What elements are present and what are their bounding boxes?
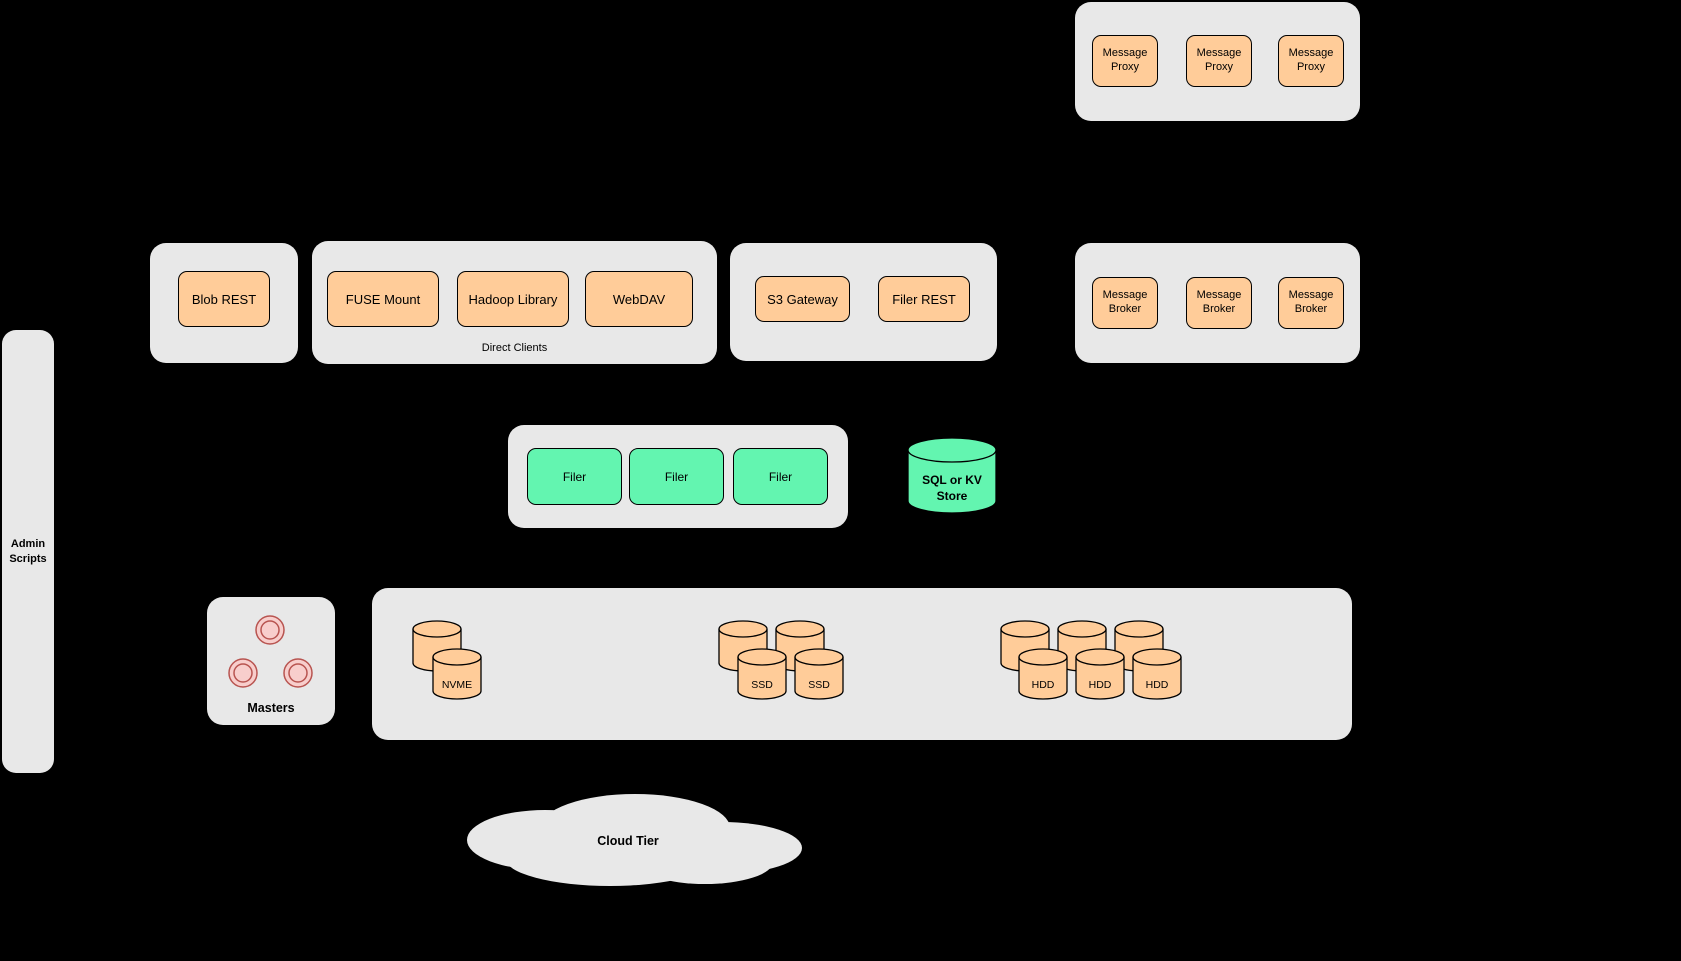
message-proxy-node: Message Proxy xyxy=(1092,35,1158,87)
hadoop-library-node: Hadoop Library xyxy=(457,271,569,327)
message-broker-node: Message Broker xyxy=(1186,277,1252,329)
cloud-tier: Cloud Tier xyxy=(450,790,806,894)
nvme-label: NVME xyxy=(441,679,473,691)
disk-cylinder-icon xyxy=(1018,648,1068,700)
hdd-cylinder: HDD xyxy=(1132,648,1182,700)
hdd-cylinder: HDD xyxy=(1075,648,1125,700)
master-node-icon xyxy=(255,615,285,645)
message-broker-node: Message Broker xyxy=(1092,277,1158,329)
filer-node: Filer xyxy=(733,448,828,505)
hdd-label: HDD xyxy=(1145,679,1169,691)
message-broker-group: Message Broker Message Broker Message Br… xyxy=(1075,243,1360,363)
admin-scripts-panel: Admin Scripts xyxy=(2,330,54,773)
volume-servers-group: NVME SSD SSD HDD xyxy=(372,588,1352,740)
master-node-icon xyxy=(228,658,258,688)
cloud-icon xyxy=(467,794,802,886)
master-node-icon xyxy=(283,658,313,688)
sql-kv-store-cylinder: SQL or KV Store xyxy=(907,437,997,515)
blob-rest-group: Blob REST xyxy=(150,243,298,363)
filer-group: Filer Filer Filer xyxy=(508,425,848,528)
filer-rest-node: Filer REST xyxy=(878,276,970,322)
direct-clients-group: FUSE Mount Hadoop Library WebDAV Direct … xyxy=(312,241,717,364)
disk-cylinder-icon xyxy=(794,648,844,700)
ssd-label: SSD xyxy=(808,679,830,691)
ssd-cylinder: SSD xyxy=(737,648,787,700)
disk-cylinder-icon xyxy=(432,648,482,700)
filer-node: Filer xyxy=(527,448,622,505)
direct-clients-caption: Direct Clients xyxy=(481,342,548,354)
gateway-group: S3 Gateway Filer REST xyxy=(730,243,997,361)
message-proxy-node: Message Proxy xyxy=(1186,35,1252,87)
filer-node: Filer xyxy=(629,448,724,505)
message-proxy-node: Message Proxy xyxy=(1278,35,1344,87)
hdd-label: HDD xyxy=(1088,679,1112,691)
database-cylinder-icon xyxy=(907,437,997,514)
message-proxy-group: Message Proxy Message Proxy Message Prox… xyxy=(1075,2,1360,121)
nvme-cylinder: NVME xyxy=(432,648,482,700)
ssd-cylinder: SSD xyxy=(794,648,844,700)
sql-kv-store-label: SQL or KV Store xyxy=(922,473,982,503)
webdav-node: WebDAV xyxy=(585,271,693,327)
cloud-tier-label: Cloud Tier xyxy=(597,834,659,848)
disk-cylinder-icon xyxy=(737,648,787,700)
ssd-label: SSD xyxy=(751,679,773,691)
masters-label: Masters xyxy=(247,701,295,715)
disk-cylinder-icon xyxy=(1075,648,1125,700)
s3-gateway-node: S3 Gateway xyxy=(755,276,850,322)
disk-cylinder-icon xyxy=(1132,648,1182,700)
fuse-mount-node: FUSE Mount xyxy=(327,271,439,327)
blob-rest-node: Blob REST xyxy=(178,271,270,327)
hdd-label: HDD xyxy=(1031,679,1055,691)
masters-group: Masters xyxy=(207,597,335,725)
hdd-cylinder: HDD xyxy=(1018,648,1068,700)
message-broker-node: Message Broker xyxy=(1278,277,1344,329)
